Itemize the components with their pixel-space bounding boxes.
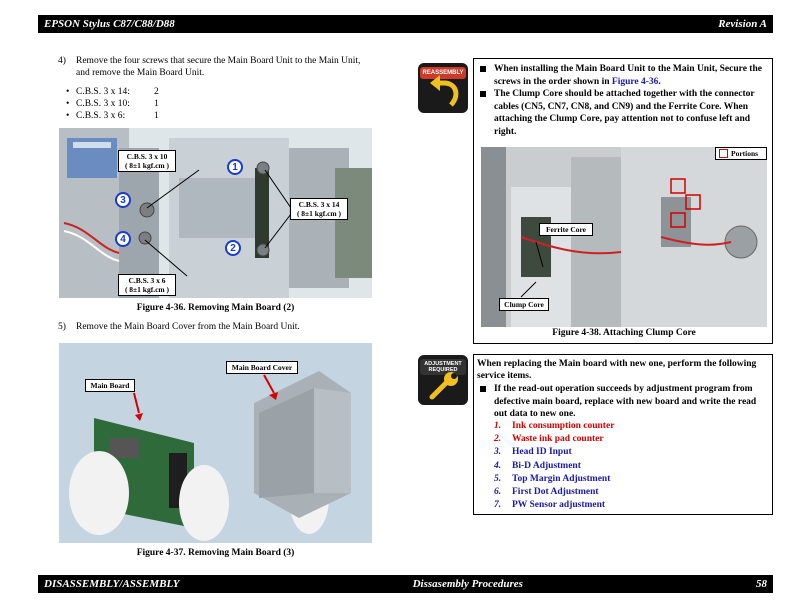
order-marker-1: 1: [227, 159, 243, 175]
wrench-icon: [429, 372, 458, 400]
adjustment-notes: If the read-out operation succeeds by ad…: [476, 383, 768, 421]
reassembly-note-2: The Clump Core should be attached togeth…: [476, 88, 768, 138]
main-board-cover-photo-illustration: [59, 343, 372, 543]
reassembly-note-1: When installing the Main Board Unit to t…: [476, 63, 768, 88]
adjustment-intro: When replacing the Main board with new o…: [477, 359, 757, 381]
service-item: 7.PW Sensor adjustment: [494, 500, 606, 511]
page-number: 58: [756, 578, 767, 590]
reassembly-panel: When installing the Main Board Unit to t…: [473, 58, 773, 344]
screw-row: •C.B.S. 3 x 10:1: [66, 99, 159, 109]
service-item: 3.Head ID Input: [494, 447, 572, 458]
adjustment-note: If the read-out operation succeeds by ad…: [476, 383, 768, 421]
footer-bar: DISASSEMBLY/ASSEMBLY Dissasembly Procedu…: [38, 575, 773, 593]
callout-cbs-3x14: C.B.S. 3 x 14 ( 8±1 kgf.cm ): [290, 198, 348, 220]
order-marker-4: 4: [115, 231, 131, 247]
order-marker-2: 2: [225, 240, 241, 256]
footer-chapter: Dissasembly Procedures: [412, 578, 523, 590]
undo-arrow-icon: [430, 75, 459, 107]
reassembly-icon: REASSEMBLY: [418, 63, 468, 113]
figure-4-36-caption: Figure 4-36. Removing Main Board (2): [136, 303, 295, 313]
service-item: 2.Waste ink pad counter: [494, 434, 604, 445]
service-item: 4.Bi-D Adjustment: [494, 460, 581, 471]
figure-4-37-caption: Figure 4-37. Removing Main Board (3): [136, 548, 295, 558]
step-5-text: Remove the Main Board Cover from the Mai…: [76, 322, 300, 332]
reassembly-icon-label: REASSEMBLY: [420, 67, 466, 79]
service-items-list: 1.Ink consumption counter 2.Waste ink pa…: [494, 420, 764, 512]
adjustment-required-icon: ADJUSTMENT REQUIRED: [418, 355, 468, 405]
step-4-text: Remove the four screws that secure the M…: [76, 56, 361, 78]
callout-cbs-3x10: C.B.S. 3 x 10 ( 8±1 kgf.cm ): [118, 150, 176, 172]
legend-swatch: [719, 149, 728, 158]
clump-core-photo-illustration: [481, 147, 767, 327]
revision-label: Revision A: [718, 18, 767, 30]
screw-row: •C.B.S. 3 x 14:2: [66, 87, 159, 97]
figure-4-36-photo: C.B.S. 3 x 10 ( 8±1 kgf.cm ) C.B.S. 3 x …: [59, 128, 372, 298]
figure-4-36-link[interactable]: Figure 4-36: [611, 76, 659, 87]
label-clump-core: Clump Core: [499, 298, 549, 311]
figure-4-37-photo: Main Board Main Board Cover: [59, 343, 372, 543]
label-main-board: Main Board: [85, 379, 135, 392]
figure-4-38-photo: Portions Ferrite Core Clump Core: [481, 147, 767, 327]
document-title: EPSON Stylus C87/C88/D88: [44, 18, 175, 30]
header-bar: EPSON Stylus C87/C88/D88 Revision A: [38, 15, 773, 33]
figure-legend: Portions: [715, 147, 767, 160]
adjustment-panel: When replacing the Main board with new o…: [473, 354, 773, 515]
service-item: 5.Top Margin Adjustment: [494, 473, 611, 484]
reassembly-notes: When installing the Main Board Unit to t…: [476, 63, 768, 138]
figure-4-38-caption: Figure 4-38. Attaching Clump Core: [552, 328, 696, 338]
label-ferrite-core: Ferrite Core: [539, 223, 593, 236]
screw-row: •C.B.S. 3 x 6:1: [66, 111, 159, 121]
step-5-number: 5): [58, 322, 66, 332]
adjustment-icon-label: ADJUSTMENT REQUIRED: [420, 359, 466, 375]
service-item: 1.Ink consumption counter: [494, 421, 615, 431]
step-4-number: 4): [58, 56, 66, 66]
footer-section: DISASSEMBLY/ASSEMBLY: [44, 578, 180, 590]
service-item: 6.First Dot Adjustment: [494, 487, 599, 498]
label-main-board-cover: Main Board Cover: [226, 361, 298, 374]
order-marker-3: 3: [115, 192, 131, 208]
screw-list: •C.B.S. 3 x 14:2 •C.B.S. 3 x 10:1 •C.B.S…: [66, 86, 159, 122]
callout-cbs-3x6: C.B.S. 3 x 6 ( 8±1 kgf.cm ): [118, 274, 176, 296]
